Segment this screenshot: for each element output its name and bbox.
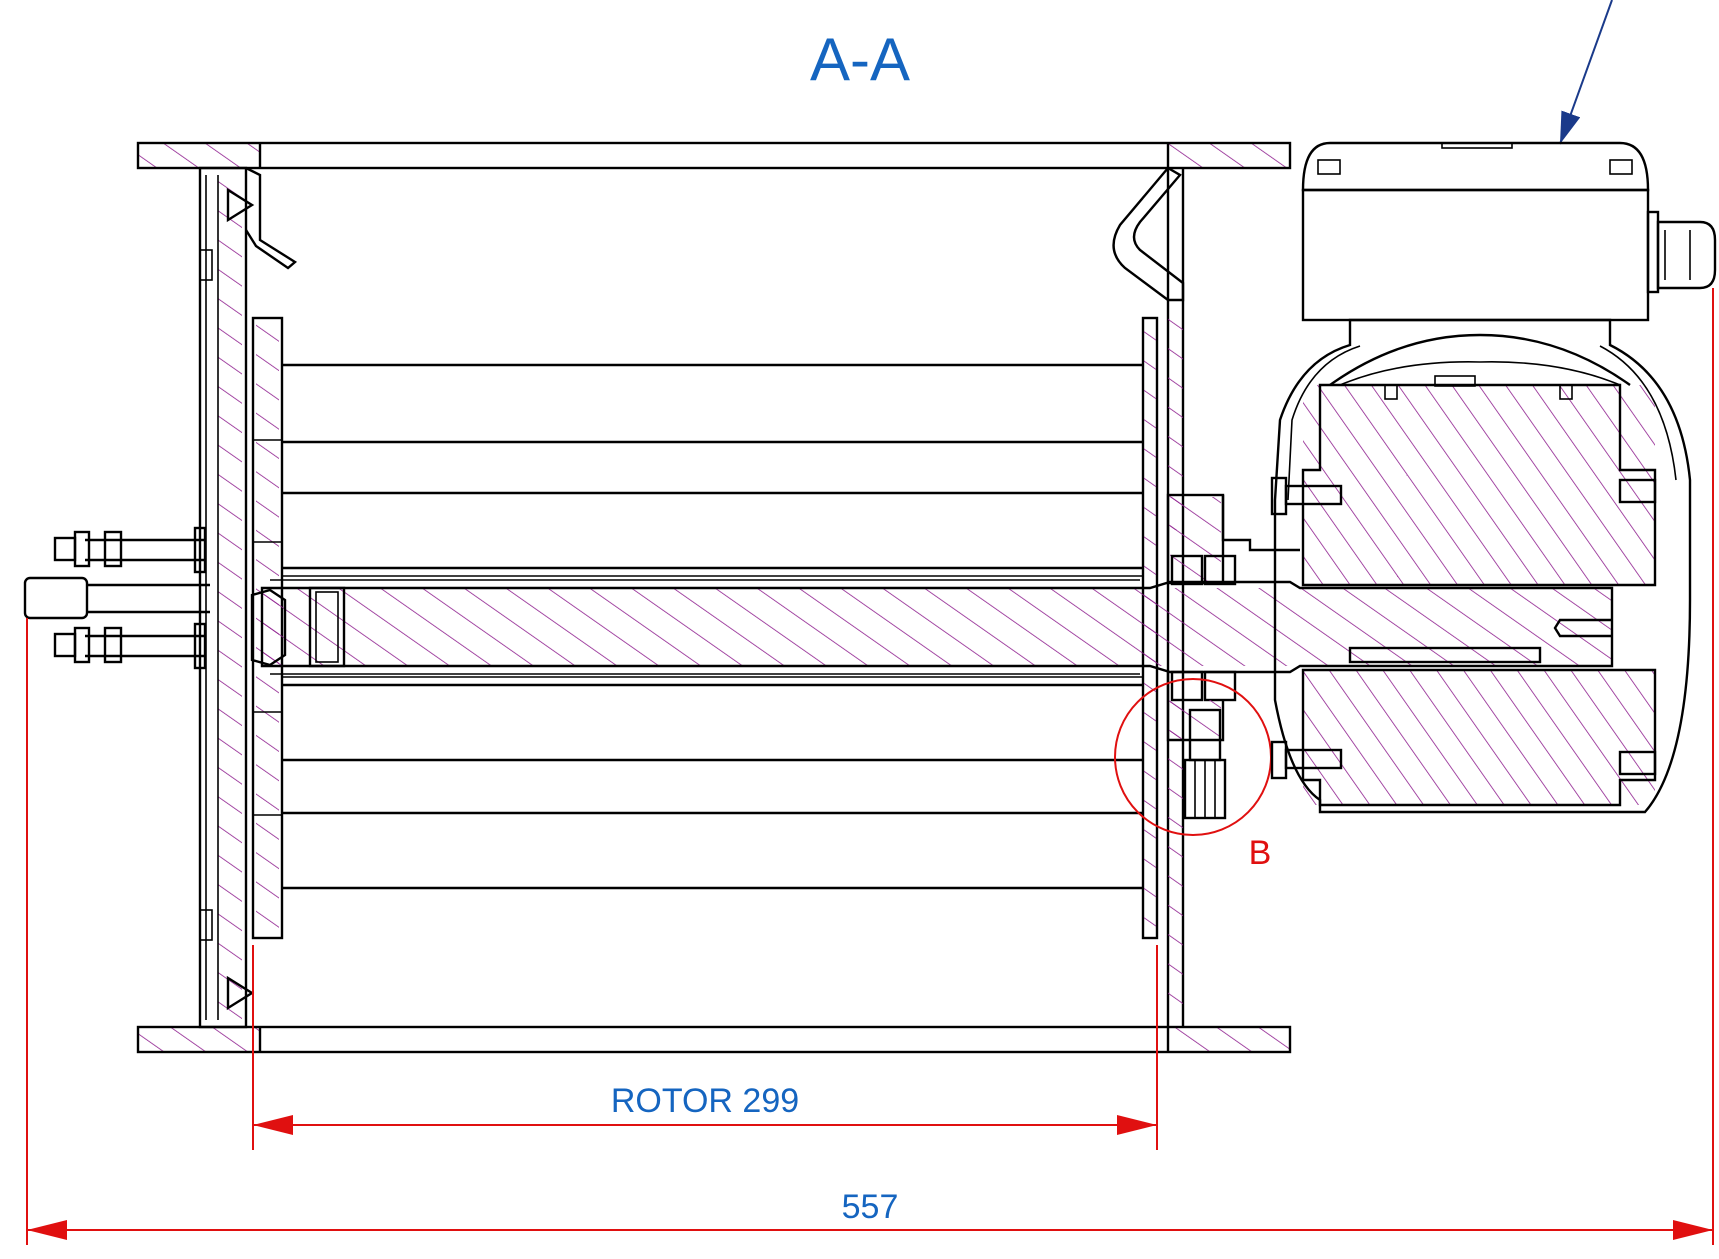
detail-b-label: B: [1249, 834, 1272, 872]
housing: [136, 141, 1292, 1054]
leader-arrow: [1559, 0, 1613, 145]
rotor-dimension: [252, 945, 1158, 1150]
rotor-dimension-label: ROTOR 299: [611, 1082, 799, 1120]
section-title: A-A: [810, 26, 910, 93]
motor: [1270, 141, 1717, 814]
bearing-assembly: [1166, 493, 1300, 820]
overall-dimension: [26, 288, 1714, 1245]
overall-dimension-label: 557: [842, 1188, 899, 1226]
shaft: [250, 579, 1614, 675]
end-bolts: [23, 526, 210, 670]
rotor: [251, 316, 1159, 940]
